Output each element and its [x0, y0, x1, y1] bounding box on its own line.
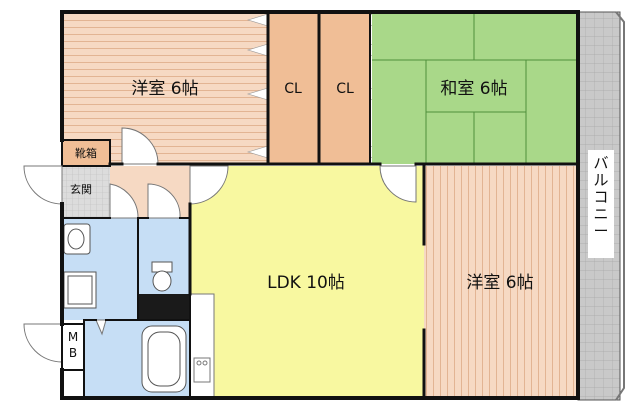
balcony-label: バルコニー [593, 154, 608, 240]
balcony-label-char: ル [593, 171, 608, 189]
closet-left-area [268, 12, 318, 164]
western-room-top [62, 12, 268, 164]
balcony-area: バルコニー [577, 11, 625, 401]
meter-box-label-char: B [69, 346, 77, 360]
shoe-cabinet [61, 139, 111, 167]
closet-right-label: CL [336, 81, 354, 97]
ldk-area [190, 166, 424, 398]
entrance-label: 玄関 [70, 182, 92, 196]
toilet-wall-block [138, 294, 190, 320]
balcony-label-char: ニ [593, 205, 608, 223]
stove-icon [193, 357, 211, 383]
entrance-area [62, 166, 110, 218]
western-room-top-label: 洋室 6帖 [131, 79, 198, 99]
closet-left-label: CL [284, 81, 302, 97]
shoe-cabinet-label: 靴箱 [75, 146, 97, 160]
balcony-label-char: バ [593, 154, 608, 172]
wash-basin-icon [63, 223, 91, 255]
toilet-icon [151, 261, 173, 292]
washing-machine-icon [63, 271, 97, 309]
ldk-label: LDK 10帖 [267, 273, 345, 293]
bathtub-icon [141, 325, 187, 393]
walls [60, 10, 580, 400]
western-room-right-label: 洋室 6帖 [466, 273, 533, 293]
meter-box-label-char: M [68, 330, 78, 344]
japanese-room-label: 和室 6帖 [440, 79, 507, 99]
closet-right-area [320, 12, 370, 164]
japanese-room [372, 12, 577, 164]
balcony-label-char: コ [593, 188, 608, 206]
balcony-label-char: ー [593, 222, 608, 240]
western-room-right [424, 166, 577, 398]
door-swings [23, 127, 417, 363]
